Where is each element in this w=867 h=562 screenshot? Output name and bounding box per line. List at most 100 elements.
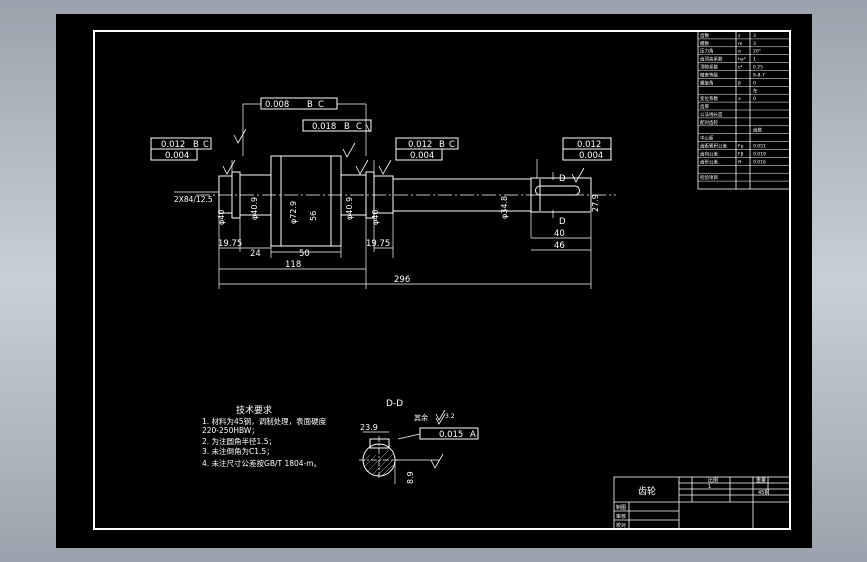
param-cell: 中心距 [700, 135, 714, 142]
section-view-title: D-D [386, 399, 403, 409]
param-cell: 齿顶高系数 [700, 56, 723, 63]
chamfer-note: 2X84/12.5 [174, 195, 213, 204]
note-line-3: 2. 为注圆角半径1.5； [202, 436, 276, 446]
param-cell: 0.051 [753, 144, 766, 150]
param-cell: Fβ [738, 151, 744, 157]
right-runout-value: 0.012 [408, 140, 432, 150]
dia-gear-tip: φ72.9 [289, 201, 298, 224]
len-left-end: 19.75 [218, 239, 242, 249]
param-cell: 0.019 [753, 151, 766, 157]
mid-datum-b: B [344, 122, 350, 132]
dia-left-end: φ40 [217, 210, 226, 225]
right-cyl-value: 0.004 [410, 151, 434, 161]
dia-gear-root: 56 [309, 211, 318, 221]
len-key: 40 [554, 229, 565, 239]
len-total: 296 [394, 275, 410, 285]
far-runout-value: 0.012 [577, 140, 601, 150]
len-right-end: 19.75 [366, 239, 390, 249]
title-part-name: 齿轮 [638, 485, 656, 497]
param-cell: α [738, 50, 741, 55]
param-cell: m [738, 42, 742, 47]
param-cell: 3 [753, 33, 756, 39]
param-cell: 配对齿轮 [700, 119, 718, 126]
param-cell: 左 [753, 87, 758, 94]
remaining-roughness: 3.2 [445, 413, 455, 420]
section-height: 8.9 [406, 471, 415, 484]
len-gear-section: 118 [285, 260, 301, 270]
param-cell: 20° [753, 49, 761, 55]
param-cell: 顶隙系数 [700, 64, 718, 71]
param-cell: 0.25 [753, 65, 763, 71]
len-shaft-end: 46 [554, 241, 565, 251]
right-datum-b: B [439, 140, 445, 150]
key-datum: A [470, 430, 476, 440]
mid-runout-value: 0.018 [312, 122, 336, 132]
param-cell: ha* [738, 57, 747, 63]
key-depth: 27.9 [591, 194, 600, 212]
title-scale-label: 比例 [708, 477, 718, 484]
roughness-remaining-icon [435, 409, 446, 421]
param-cell: 变位系数 [700, 95, 718, 102]
title-qty: 1 [708, 484, 711, 490]
drawing-sheet[interactable]: 0.008 B C 0.018 B C 0.012 B C 0.004 0.01… [56, 14, 812, 548]
right-datum-c: C [449, 140, 455, 150]
left-datum-c: C [203, 140, 209, 150]
title-material: 45钢 [758, 489, 769, 496]
param-cell: 齿向公差 [700, 150, 718, 157]
top-datum-b: B [307, 100, 313, 110]
far-cyl-value: 0.004 [579, 151, 603, 161]
title-row-1: 制图 [616, 504, 626, 511]
note-line-5: 4. 未注尺寸公差按GB/T 1804-m。 [202, 458, 321, 468]
param-cell: c* [738, 65, 743, 71]
dia-right-journal: φ40.9 [345, 197, 354, 220]
param-cell: 模数 [700, 40, 709, 47]
len-journal: 24 [250, 249, 261, 259]
len-gear: 50 [299, 249, 310, 259]
section-mark-bottom: D [559, 217, 566, 227]
param-cell: 齿距累积公差 [700, 143, 727, 150]
section-view [359, 431, 440, 484]
param-cell: 齿形公差 [700, 158, 718, 165]
param-cell: x [738, 97, 741, 102]
left-runout-value: 0.012 [161, 140, 185, 150]
note-line-2: 220-250HBW； [202, 426, 259, 435]
drawing-border [93, 30, 791, 530]
tolerance-frames [150, 97, 612, 440]
roughness-symbols [222, 123, 585, 469]
section-mark-top: D [559, 174, 566, 184]
param-cell: 螺旋角 [700, 79, 714, 86]
title-block [613, 476, 791, 530]
dimension-lines [174, 103, 592, 289]
param-cell: 3 [753, 41, 756, 47]
key-sym-value: 0.015 [439, 430, 463, 440]
param-cell: 公法线长度 [700, 111, 723, 118]
gear-shaft-drawing: 0.008 B C 0.018 B C 0.012 B C 0.004 0.01… [93, 30, 791, 530]
param-cell: 精度等级 [700, 71, 718, 78]
param-cell: β [738, 80, 741, 86]
param-cell: 8-8-7 [753, 72, 765, 78]
dia-shaft-end: φ34.8 [500, 196, 509, 219]
title-weight-label: 重量 [756, 477, 766, 484]
parameter-rows: 齿数 z 3 模数 m 3 压力角 α 20° 齿顶高系数 ha* 1 顶隙系数 c* 0.25 精度等级 8-… [698, 32, 790, 182]
shaft-profile [218, 155, 592, 247]
section-hatch [363, 449, 395, 477]
left-cyl-value: 0.004 [165, 151, 189, 161]
title-row-3: 校对 [616, 522, 626, 529]
section-width: 23.9 [360, 423, 378, 432]
top-runout-value: 0.008 [265, 100, 289, 110]
param-cell: 齿厚 [700, 104, 709, 110]
param-cell: 齿数 [753, 127, 762, 134]
dia-left-journal: φ40.9 [250, 197, 259, 220]
remaining-label: 其余 [414, 413, 428, 422]
param-cell: 压力角 [700, 48, 714, 55]
param-cell: 检验项目 [700, 174, 718, 181]
note-line-1: 1. 材料为45钢，调制处理，表面硬度 [202, 416, 327, 426]
title-row-2: 审核 [616, 513, 626, 520]
mid-datum-c: C [356, 122, 362, 132]
dia-right-end: φ40 [371, 210, 380, 225]
param-cell: 0.016 [753, 159, 766, 165]
param-cell: 1 [753, 57, 756, 63]
param-cell: z [738, 34, 741, 39]
param-cell: 0 [753, 80, 756, 86]
